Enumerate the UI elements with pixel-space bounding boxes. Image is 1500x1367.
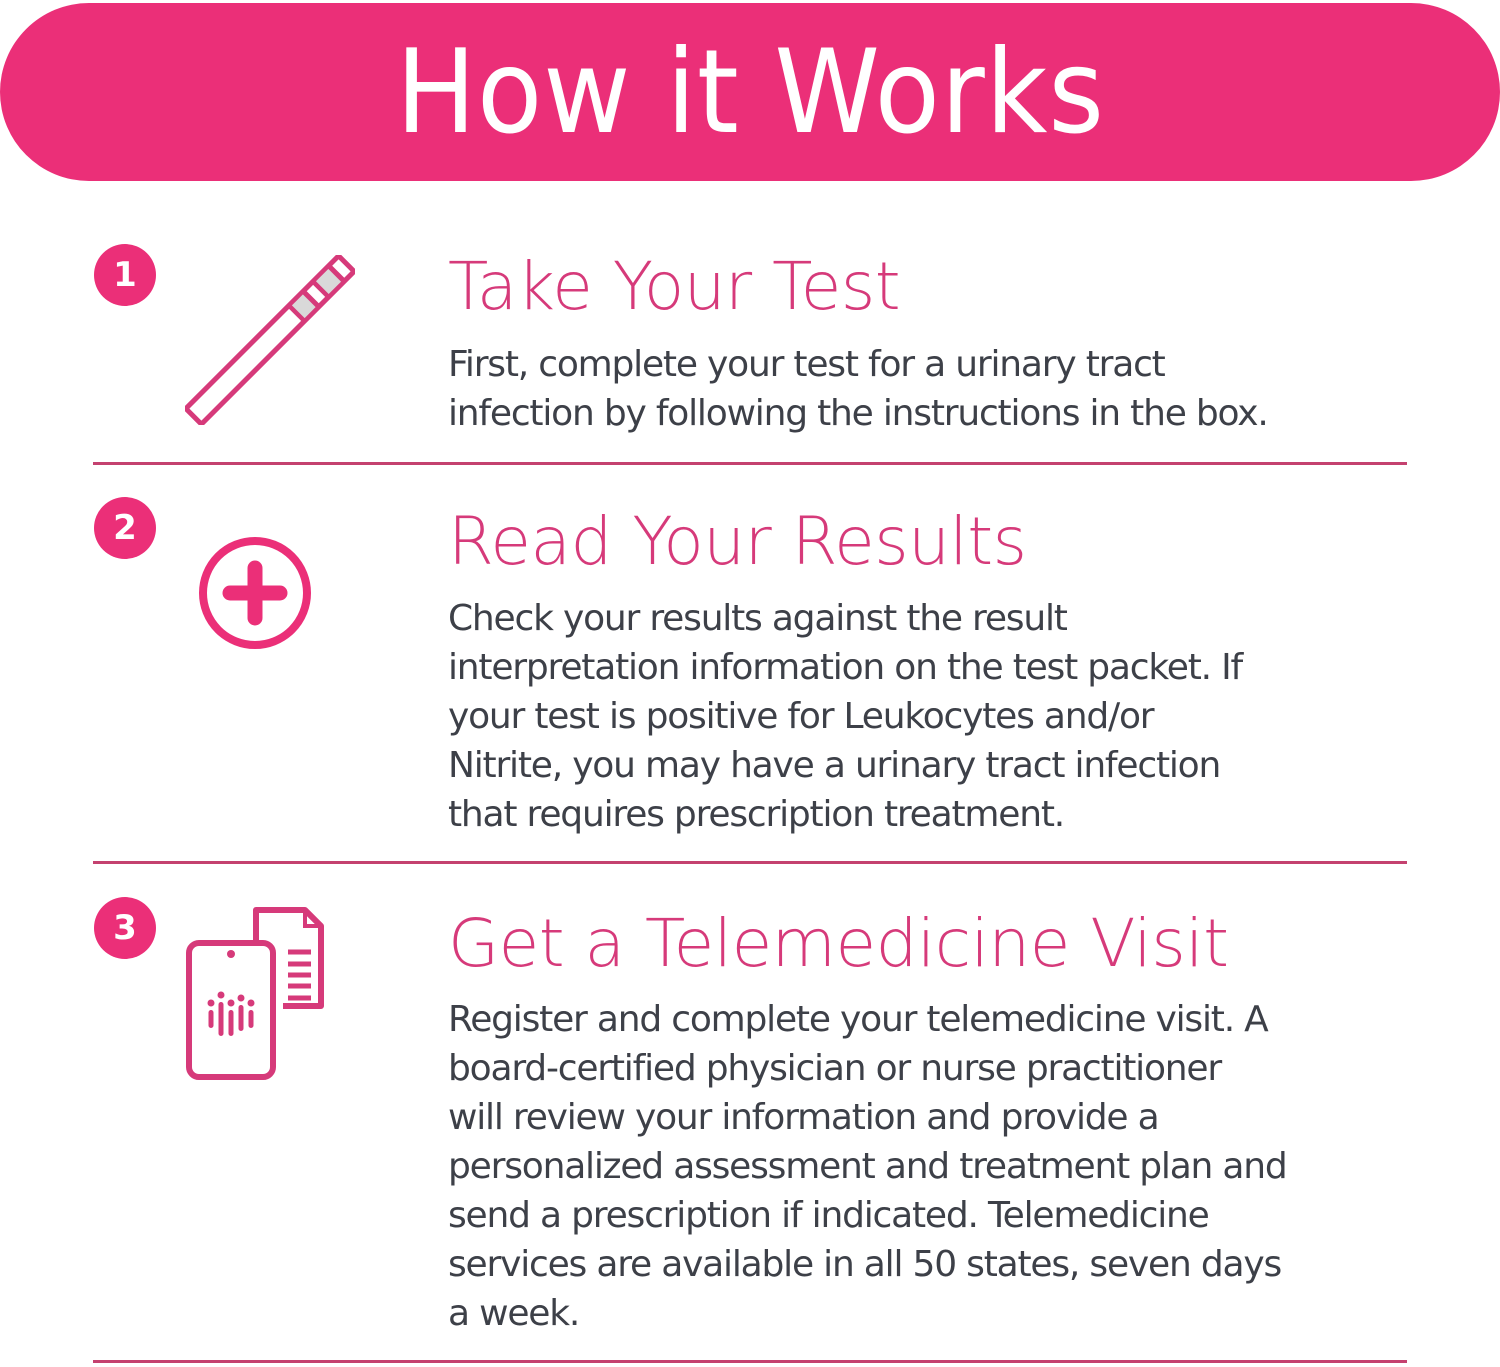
divider [93,861,1407,864]
divider [93,1360,1407,1363]
text-line: Register and complete your telemedicine … [448,999,1269,1040]
text-line: your test is positive for Leukocytes and… [448,696,1155,737]
text-line: interpretation information on the test p… [448,647,1243,688]
text-line: services are available in all 50 states,… [448,1244,1282,1285]
step-number-badge: 1 [94,244,156,306]
step-description: Register and complete your telemedicine … [448,995,1348,1338]
text-line: personalized assessment and treatment pl… [448,1146,1288,1187]
divider [93,462,1407,465]
test-strip-icon [185,255,355,425]
text-line: Nitrite, you may have a urinary tract in… [448,745,1221,786]
text-line: will review your information and provide… [448,1097,1160,1138]
step-title: Get a Telemedicine Visit [448,905,1229,982]
step-number-badge: 3 [94,897,156,959]
page-title: How it Works [395,24,1105,160]
text-line: that requires prescription treatment. [448,794,1065,835]
header-banner: How it Works [0,3,1500,181]
step-number-badge: 2 [94,497,156,559]
phone-document-icon [186,907,324,1080]
step-title: Read Your Results [448,503,1027,580]
text-line: a week. [448,1293,580,1334]
step-description: First, complete your test for a urinary … [448,340,1348,438]
plus-circle-icon [199,537,311,649]
text-line: First, complete your test for a urinary … [448,344,1166,385]
text-line: board-certified physician or nurse pract… [448,1048,1222,1089]
step-title: Take Your Test [448,248,901,325]
text-line: send a prescription if indicated. Teleme… [448,1195,1210,1236]
text-line: infection by following the instructions … [448,393,1269,434]
step-description: Check your results against the result in… [448,594,1348,839]
text-line: Check your results against the result [448,598,1068,639]
